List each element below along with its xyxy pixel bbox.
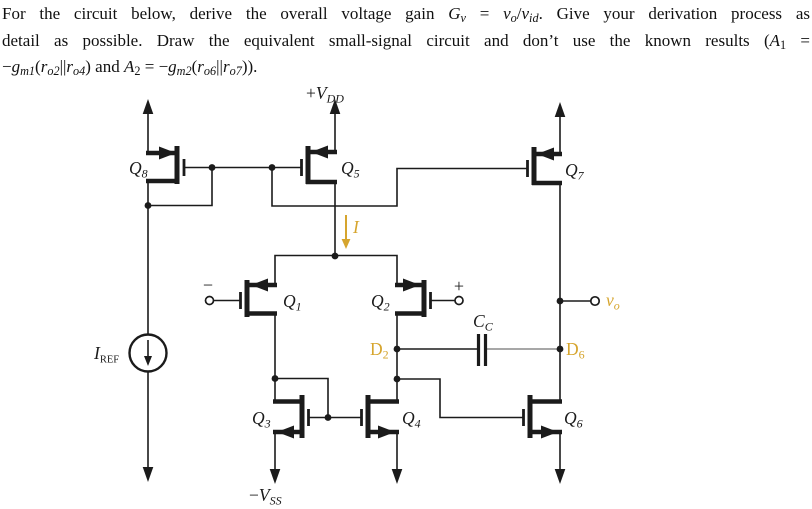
problem-statement: For the circuit below, derive the overal… xyxy=(0,3,812,83)
label-q7: Q7 xyxy=(565,160,585,183)
label-q1: Q1 xyxy=(283,291,302,314)
problem-line-1: For the circuit below, derive the overal… xyxy=(2,4,810,26)
capacitor-cc xyxy=(476,334,488,366)
label-node-d6: D6 xyxy=(566,339,585,362)
label-q6: Q6 xyxy=(564,408,583,431)
label-cc: CC xyxy=(473,311,494,334)
label-iref: IREF xyxy=(93,343,119,366)
label-q5: Q5 xyxy=(341,158,360,181)
transistor-q2 xyxy=(395,278,432,317)
vdd-rail-arrows xyxy=(142,99,566,154)
label-vdd: +VDD xyxy=(306,83,344,106)
label-vss: −VSS xyxy=(249,485,282,508)
label-output-vo: vo xyxy=(606,290,620,313)
label-q3: Q3 xyxy=(252,408,271,431)
label-q2: Q2 xyxy=(371,291,390,314)
tail-current-arrow xyxy=(341,215,351,249)
junction-dots xyxy=(144,164,564,421)
label-q8: Q8 xyxy=(129,158,148,181)
input-terminal-minus xyxy=(204,295,215,306)
transistor-q6 xyxy=(522,395,562,439)
label-tail-current: I xyxy=(352,217,360,237)
output-terminal-vo xyxy=(589,295,601,307)
problem-line-3: −gm1(ro2||ro4) and A2 = −gm2(ro6||ro7)). xyxy=(2,57,258,79)
label-input-minus: − xyxy=(203,275,213,295)
transistor-q8 xyxy=(146,146,186,184)
transistor-q7 xyxy=(526,147,562,186)
label-node-d2: D2 xyxy=(370,339,389,362)
transistor-q3 xyxy=(273,395,310,439)
problem-line-2: detail as possible. Draw the equivalent … xyxy=(2,30,810,52)
transistor-q1 xyxy=(239,278,277,317)
label-q4: Q4 xyxy=(402,408,421,431)
label-input-plus: + xyxy=(454,276,464,296)
input-terminal-plus xyxy=(454,295,464,306)
transistor-q5 xyxy=(300,145,337,185)
current-source-iref xyxy=(128,333,168,373)
vss-rail-arrows xyxy=(142,467,566,484)
circuit-wires xyxy=(147,166,591,469)
transistor-q4 xyxy=(360,395,399,439)
